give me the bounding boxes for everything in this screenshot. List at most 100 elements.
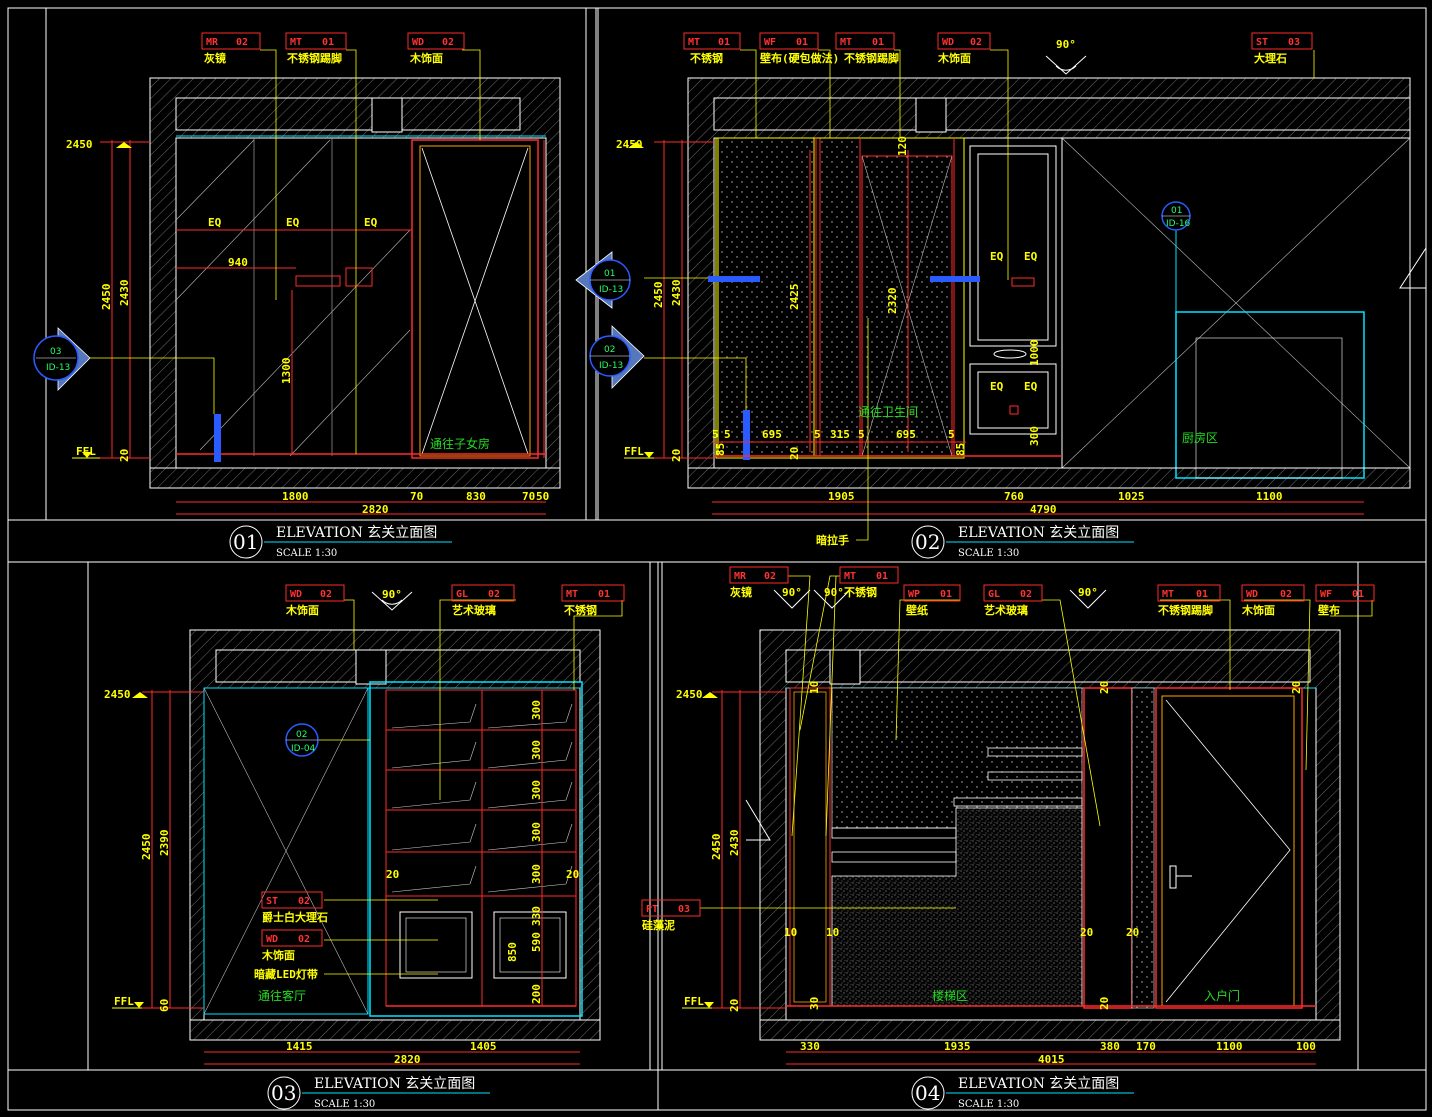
dim-label: 4015	[1038, 1053, 1065, 1066]
blue-marker	[214, 414, 221, 462]
tag-label: 爵士白大理石	[262, 910, 328, 924]
tag-code: MR	[206, 37, 219, 48]
dim-label: 300	[530, 864, 543, 884]
tag-code: MT	[1162, 589, 1174, 600]
tag-num: 02	[970, 37, 982, 48]
tag-label: 木饰面	[285, 603, 319, 617]
dim-label: 170	[1136, 1040, 1156, 1053]
tag-label: 硅藻泥	[642, 918, 675, 932]
tag-label: 木饰面	[409, 51, 443, 65]
tag-num: 03	[1288, 37, 1300, 48]
view-04-labels: MR 02 灰镜 MT 01 不锈钢 WP 01 壁纸 GL 02 艺术玻璃 M…	[641, 566, 1375, 1066]
dim-label: 10	[808, 681, 821, 694]
dim-label: 2430	[118, 280, 131, 307]
dim-label: 760	[1004, 490, 1024, 503]
dim-label: EQ	[1024, 250, 1038, 263]
angle-label: 90°	[1056, 38, 1076, 51]
dim-label: 10	[826, 926, 839, 939]
tag-num: 02	[320, 589, 332, 600]
dim-label: 590	[530, 932, 543, 952]
dim-label: 20	[788, 447, 801, 460]
tag-num: 02	[488, 589, 500, 600]
angle-label: 90°	[382, 588, 402, 601]
section-callout: 02 ID-04	[285, 723, 319, 757]
room-label: 入户门	[1204, 988, 1240, 1003]
dim-label: 70	[410, 490, 423, 503]
tag-code: WD	[266, 934, 278, 945]
tag-code: MT	[840, 37, 852, 48]
tag-code: WD	[290, 589, 302, 600]
dim-label: 1800	[282, 490, 309, 503]
sheet-frames	[7, 7, 1427, 1111]
dim-label: 300	[1028, 426, 1041, 446]
dim-label: 300	[530, 740, 543, 760]
dim-label: 2450	[140, 834, 153, 861]
tag-num: 01	[718, 37, 730, 48]
svg-text:ID-16: ID-16	[1166, 219, 1191, 229]
dim-label: EQ	[990, 250, 1004, 263]
tag-label: 艺术玻璃	[452, 603, 496, 617]
tag-code: WF	[1320, 589, 1332, 600]
tag-code: MR	[734, 571, 747, 582]
tag-num: 02	[1020, 589, 1032, 600]
view-number: 02	[915, 530, 940, 554]
dim-label: 2820	[394, 1053, 421, 1066]
dim-label: 5	[724, 428, 731, 441]
view-01-elevation	[72, 49, 561, 515]
view-scale: SCALE 1:30	[958, 548, 1019, 559]
view-title: ELEVATION 玄关立面图	[276, 524, 437, 541]
dim-label: 940	[228, 256, 248, 269]
dim-label: 2430	[670, 280, 683, 307]
room-label: 通往客厅	[258, 988, 306, 1003]
dim-label: 1100	[1256, 490, 1283, 503]
wall-face	[175, 137, 547, 469]
tag-label: 不锈钢踢脚	[1158, 603, 1213, 617]
tag-num: 03	[678, 904, 690, 915]
level-label: 2450	[104, 688, 131, 701]
angle-label: 90°	[824, 586, 844, 599]
section-callout: 03 ID-13	[33, 327, 91, 391]
dim-label: 1905	[828, 490, 855, 503]
tag-code: WP	[908, 589, 920, 600]
view-02-elevation	[624, 49, 1427, 541]
tag-num: 02	[442, 37, 454, 48]
dim-label: 300	[530, 780, 543, 800]
dim-label: 850	[506, 942, 519, 962]
svg-text:ID-13: ID-13	[46, 363, 70, 373]
tag-num: 01	[598, 589, 610, 600]
tag-label: 壁布(硬包做法)	[760, 51, 839, 65]
view-number: 03	[271, 1081, 296, 1105]
tag-num: 02	[298, 896, 310, 907]
dim-label: 50	[536, 490, 549, 503]
dim-label: 2320	[886, 288, 899, 315]
tag-num: 01	[872, 37, 884, 48]
dim-label: 30	[808, 997, 821, 1010]
view-04-title-block: 04 ELEVATION 玄关立面图 SCALE 1:30	[911, 1075, 1134, 1110]
dim-label: 120	[896, 136, 909, 156]
tag-label: 艺术玻璃	[984, 603, 1028, 617]
dim-label: 60	[158, 999, 171, 1012]
dim-label: 2425	[788, 284, 801, 311]
room-label: 厨房区	[1182, 430, 1218, 445]
dim-label: 2450	[710, 834, 723, 861]
dim-label: 1300	[280, 358, 293, 385]
dim-label: 20	[1080, 926, 1093, 939]
dim-label: 100	[1296, 1040, 1316, 1053]
dim-label: 1405	[470, 1040, 497, 1053]
tag-label: 不锈钢	[690, 51, 723, 65]
dim-label: 380	[1100, 1040, 1120, 1053]
tag-label: 灰镜	[204, 51, 226, 65]
dim-label: 300	[530, 822, 543, 842]
dim-label: 5	[948, 428, 955, 441]
view-03-labels: WD 02 木饰面 GL 02 艺术玻璃 MT 01 不锈钢 ST 02 爵士白…	[104, 584, 625, 1066]
dim-label: 5	[858, 428, 865, 441]
svg-text:02: 02	[604, 345, 615, 355]
svg-text:ID-13: ID-13	[599, 285, 623, 295]
tag-num: 01	[876, 571, 888, 582]
tag-code: ST	[266, 896, 278, 907]
dim-label: 1415	[286, 1040, 313, 1053]
view-04-elevation	[682, 575, 1373, 1065]
section-callout: 01 ID-13	[575, 251, 631, 309]
tag-label: 壁纸	[906, 603, 928, 617]
